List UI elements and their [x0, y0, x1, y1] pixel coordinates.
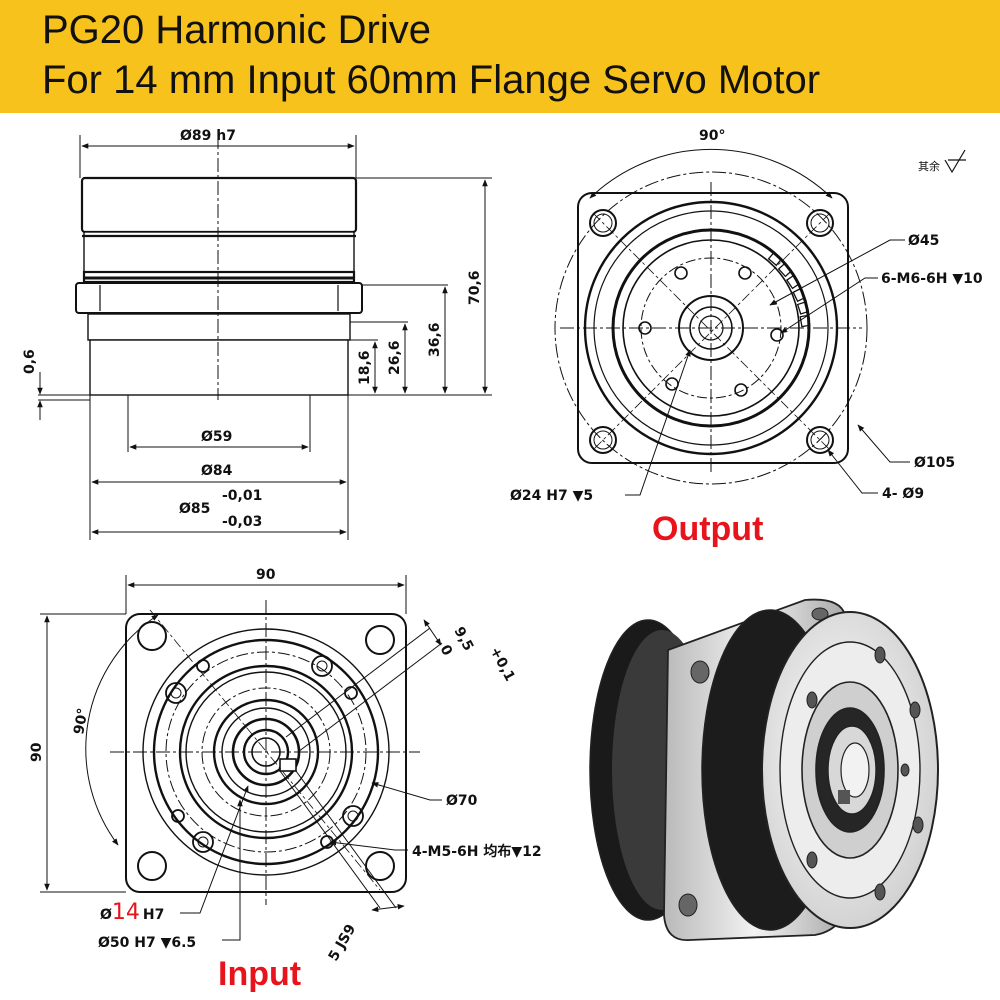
output-corner-holes	[589, 209, 834, 454]
dim-h06: 0,6	[22, 349, 38, 374]
dim-key-tol-upper: +0,1	[486, 644, 517, 684]
dim-out-thread: 6-M6-6H ▼10	[881, 271, 983, 287]
output-view-labels: 90° 其余 Ø45 6-M6-6H ▼10 Ø105 4- Ø9 Ø24 H7…	[510, 128, 983, 548]
page-subtitle: For 14 mm Input 60mm Flange Servo Motor	[42, 58, 821, 102]
dim-h366: 36,6	[427, 322, 443, 357]
dim-bore-prefix: Ø	[100, 907, 112, 923]
output-view	[554, 149, 966, 496]
input-label: Input	[218, 955, 301, 993]
output-label: Output	[652, 510, 763, 548]
dim-bore-fit: H7	[143, 907, 164, 923]
output-m6-holes	[638, 266, 784, 397]
dim-h706: 70,6	[467, 270, 483, 305]
page-title: PG20 Harmonic Drive	[42, 8, 432, 52]
product-render	[589, 598, 939, 941]
title-banner	[0, 0, 1000, 113]
dim-d85-tol-lower: -0,03	[222, 514, 262, 530]
dim-in-height: 90	[29, 742, 45, 762]
dim-bore-value: 14	[112, 900, 140, 925]
dim-d89: Ø89 h7	[180, 128, 236, 144]
roughness-note: 其余	[918, 159, 940, 173]
dim-key-width: 5 JS9	[326, 922, 360, 964]
dim-in-thread: 4-M5-6H 均布▼12	[412, 843, 542, 860]
output-engraving	[767, 251, 811, 328]
dim-h186: 18,6	[357, 350, 373, 385]
input-view	[40, 575, 443, 941]
side-view-labels: Ø89 h7 70,6 36,6 26,6 18,6 0,6 Ø59 Ø84 Ø…	[22, 128, 483, 530]
dim-d105: Ø105	[914, 455, 955, 471]
dim-d45: Ø45	[908, 233, 939, 249]
input-m5-holes	[165, 655, 364, 853]
dim-d59: Ø59	[201, 429, 232, 445]
input-view-labels: 90 90 90° 9,5 0 +0,1 Ø70 4-M5-6H 均布▼12 Ø…	[29, 567, 542, 993]
dim-d50: Ø50 H7 ▼6.5	[98, 935, 196, 951]
dim-in-width: 90	[256, 567, 276, 583]
render-face-holes	[806, 646, 924, 901]
dim-d84: Ø84	[201, 463, 233, 479]
dim-d70: Ø70	[446, 793, 478, 809]
dim-h266: 26,6	[387, 340, 403, 375]
dim-d24: Ø24 H7 ▼5	[510, 488, 593, 504]
dim-d85: Ø85	[179, 501, 210, 517]
dim-in-angle: 90°	[71, 707, 91, 736]
dim-out-holes: 4- Ø9	[882, 486, 924, 502]
dim-d85-tol-upper: -0,01	[222, 488, 262, 504]
dim-out-angle: 90°	[699, 128, 725, 144]
side-view	[37, 135, 492, 540]
